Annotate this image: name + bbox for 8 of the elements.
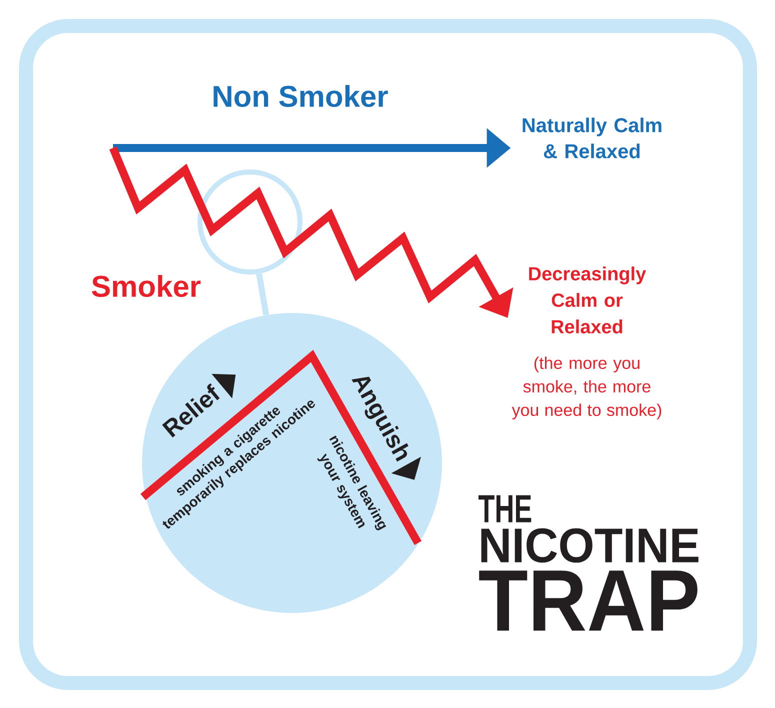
magnifier-ring [198, 170, 302, 274]
outcome-text: Naturally Calm & Relaxed [522, 118, 662, 158]
outcome-text: Decreasingly Calm or Relaxed [529, 266, 646, 334]
title: THE NICOTINE TRAP [478, 495, 698, 631]
line-label: Non Smoker [214, 84, 388, 108]
line-label: Smoker [92, 274, 201, 298]
note-text: (the more you smoke, the more you need to smoke) [512, 356, 662, 420]
connector-line [256, 273, 270, 316]
